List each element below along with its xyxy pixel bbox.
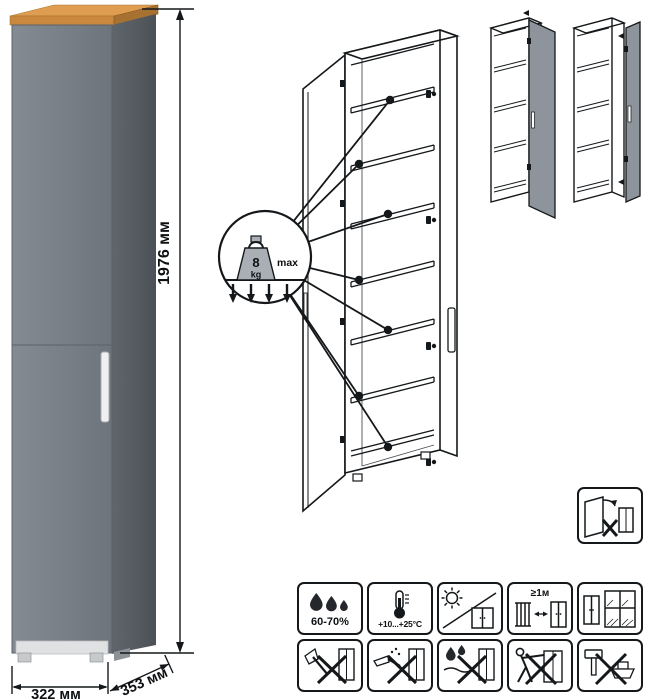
temperature-label: +10...+25°C [378, 618, 422, 629]
hammer-anvil-crossed-icon [584, 648, 636, 685]
shelves [350, 43, 435, 457]
door-variant-left [488, 10, 556, 220]
door-caution-box [577, 487, 643, 544]
axe-crossed-icon [304, 647, 355, 684]
no-impact-box [297, 639, 363, 692]
person-dragging-crossed-icon [515, 647, 563, 685]
load-value: 8 [252, 255, 259, 270]
temperature-box: +10...+25°C [367, 582, 433, 635]
width-dimension-label: 322 мм [31, 687, 81, 700]
scraper-crossed-icon [373, 647, 425, 684]
side-handle [447, 307, 456, 353]
ventilation-box [577, 582, 643, 635]
thermometer-icon [394, 589, 409, 619]
no-abrasive-box [367, 639, 433, 692]
window-icon [583, 589, 636, 628]
gray-door-panel [625, 21, 641, 203]
max-load-badge: 8 kg max [217, 209, 313, 305]
gray-door-panel [528, 18, 556, 220]
load-unit: kg [251, 270, 262, 280]
shelf-load-points [354, 95, 395, 452]
shelf-load-diagram: 8 kg max [217, 29, 460, 513]
door-variant-right [571, 17, 641, 203]
sunlight-box [437, 582, 503, 635]
distance-label: ≥1м [530, 587, 550, 599]
cabinet-body [11, 14, 156, 663]
distance-box: ≥1м [507, 582, 573, 635]
no-self-repair-box [577, 639, 643, 692]
load-max-label: max [277, 257, 298, 269]
depth-dimension [109, 654, 174, 692]
water-drops-icon [310, 592, 348, 611]
height-dimension [120, 8, 194, 654]
product-render: 1976 мм 322 мм 353 мм [9, 4, 194, 700]
cabinet-carcass [342, 29, 460, 475]
cabinet-feet [352, 451, 431, 482]
humidity-box: 60-70% [297, 582, 363, 635]
depth-dimension-label: 353 мм [118, 665, 170, 700]
height-dimension-label: 1976 мм [156, 221, 173, 285]
no-direct-sun-icon [441, 587, 497, 629]
no-moisture-box [437, 639, 503, 692]
door-handle [100, 351, 110, 423]
wood-top [9, 4, 159, 26]
load-arrows [229, 284, 291, 303]
door-opening-caution-icon [584, 495, 634, 538]
no-dragging-box [507, 639, 573, 692]
hinge-hardware [340, 80, 437, 466]
width-dimension [11, 662, 109, 694]
heat-source-distance-icon [515, 600, 567, 628]
weight-icon [236, 235, 276, 281]
humidity-label: 60-70% [311, 615, 349, 628]
water-crossed-icon [443, 644, 495, 684]
